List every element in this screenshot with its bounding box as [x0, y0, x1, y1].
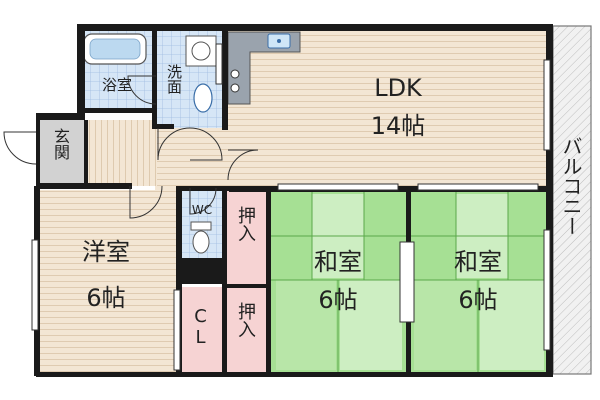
sliding-doors	[173, 183, 539, 371]
door-swings	[3, 75, 259, 219]
bath-label: 浴室	[101, 76, 132, 94]
ldk-size-label: 14帖	[370, 112, 426, 140]
japanese-room-2-label: 和室	[454, 248, 502, 276]
balcony-area	[552, 25, 592, 375]
toilet	[190, 221, 212, 254]
western-room-floor	[38, 190, 176, 374]
closet-floors	[180, 190, 268, 374]
ldk-label: LDK	[374, 74, 422, 102]
washroom-label: 洗面	[165, 64, 183, 94]
bathtub	[83, 33, 147, 65]
tatami-room-2	[410, 190, 549, 374]
japanese-room-2-size-label: 6帖	[458, 286, 498, 314]
western-room-label: 洋室	[82, 238, 130, 266]
closet-label: CL	[190, 306, 211, 348]
entrance-floor	[40, 120, 85, 186]
windows	[31, 43, 551, 351]
japanese-room-1-size-label: 6帖	[318, 286, 358, 314]
oshiire-top-label: 押入	[235, 206, 256, 242]
wc-label: WC	[191, 203, 213, 217]
oshiire-bottom-label: 押入	[235, 302, 256, 338]
hall-floor	[85, 120, 157, 186]
ldk-floor	[155, 30, 549, 192]
western-room-size-label: 6帖	[86, 284, 126, 312]
wash-basin	[193, 83, 213, 113]
entrance-label: 玄関	[51, 128, 70, 160]
tatami-room-1	[270, 190, 406, 374]
washing-machine	[185, 35, 217, 67]
balcony-label: バルコニー	[559, 136, 583, 236]
japanese-room-1-label: 和室	[314, 248, 362, 276]
